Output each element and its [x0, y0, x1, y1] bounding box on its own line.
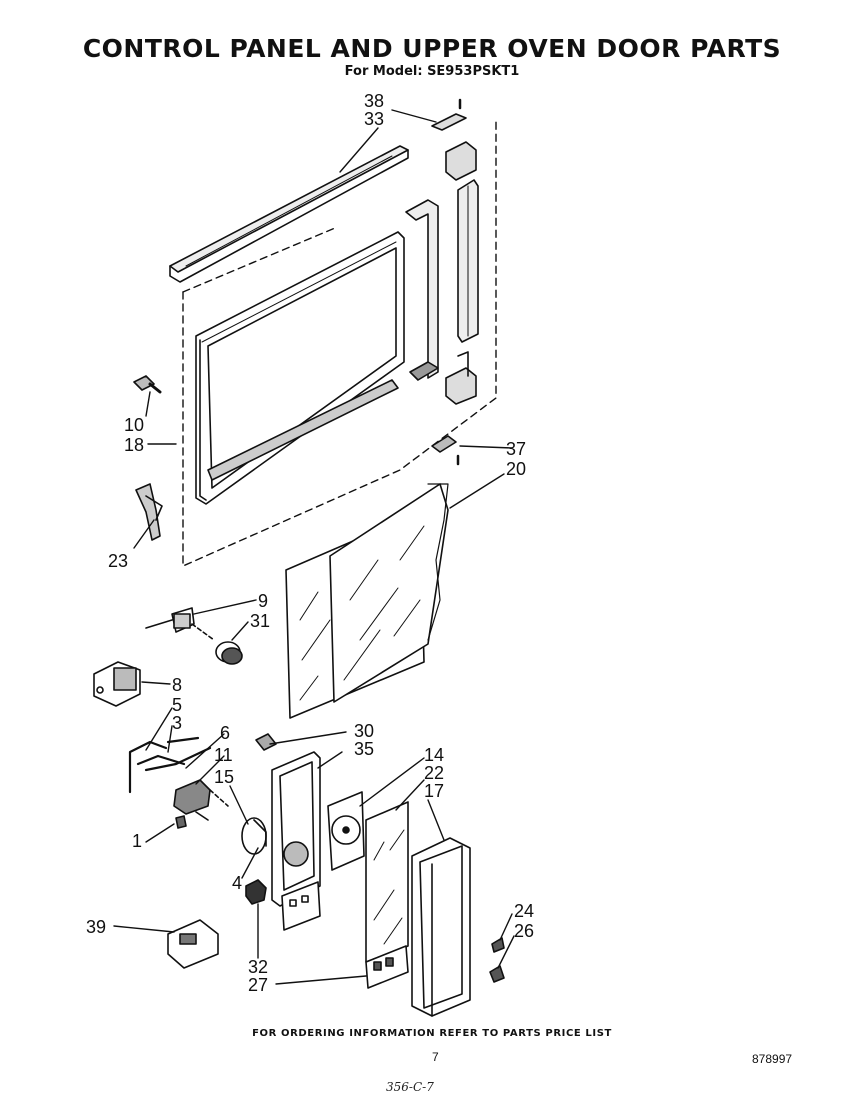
callout-9: 9: [258, 591, 269, 611]
ordering-information-note: FOR ORDERING INFORMATION REFER TO PARTS …: [252, 1028, 612, 1039]
part-20-glass-panels: [285, 483, 449, 719]
part-39-bracket: [167, 919, 219, 969]
part-14-clock: [327, 791, 365, 871]
page-number: 7: [432, 1050, 439, 1064]
part-35-control-panel: [271, 751, 321, 931]
part-27-plate: [365, 945, 409, 989]
callout-15: 15: [214, 767, 235, 787]
part-33-top-rail: [169, 145, 409, 283]
callout-8: 8: [172, 675, 183, 695]
callout-6: 6: [220, 723, 231, 743]
part-18-door-frame: [195, 231, 405, 505]
callout-1: 1: [132, 831, 143, 851]
part-4-knob: [245, 879, 267, 905]
document-number: 878997: [752, 1052, 793, 1066]
part-8-transformer: [93, 661, 141, 707]
callout-18: 18: [124, 435, 145, 455]
callout-35: 35: [354, 739, 375, 759]
callout-11: 11: [214, 745, 233, 765]
callout-20: 20: [506, 459, 527, 479]
parts-24-26-clips: [489, 937, 505, 983]
parts-3-5-6-wire-leads: [128, 736, 212, 794]
door-assembly-dashed-outline: [182, 119, 497, 567]
callout-26: 26: [514, 921, 535, 941]
callout-39: 39: [86, 917, 107, 937]
page-title: CONTROL PANEL AND UPPER OVEN DOOR PARTS: [82, 34, 782, 63]
callout-30: 30: [354, 721, 375, 741]
callout-4: 4: [232, 873, 243, 893]
callout-27: 27: [248, 975, 269, 995]
callout-5: 5: [172, 695, 183, 715]
callout-38: 38: [364, 91, 385, 111]
callout-22: 22: [424, 763, 445, 783]
callout-leader-lines: [113, 109, 515, 985]
part-37-bracket: [431, 435, 460, 466]
callout-33: 33: [364, 109, 385, 129]
part-23-hinge: [135, 483, 163, 541]
part-9-wire-connector: [145, 607, 215, 641]
callout-31: 31: [250, 611, 271, 631]
part-17-trim-frame: [411, 837, 471, 1017]
callout-24: 24: [514, 901, 535, 921]
frame-side-channels: [405, 141, 479, 405]
callout-37: 37: [506, 439, 527, 459]
model-subtitle: For Model: SE953PSKT1: [344, 64, 520, 79]
part-31-knob: [215, 641, 243, 665]
part-30-screw: [255, 733, 277, 751]
callout-23: 23: [108, 551, 129, 571]
callout-10: 10: [124, 415, 145, 435]
callout-17: 17: [424, 781, 445, 801]
callout-32: 32: [248, 957, 269, 977]
handwritten-note: 356-C-7: [386, 1080, 434, 1094]
part-15-dial: [241, 817, 267, 855]
callout-3: 3: [172, 713, 183, 733]
part-22-panel-glass: [365, 801, 409, 963]
part-10-screw: [133, 375, 162, 394]
part-38-bracket: [431, 98, 467, 131]
callout-14: 14: [424, 745, 445, 765]
part-1-screw: [175, 815, 187, 829]
